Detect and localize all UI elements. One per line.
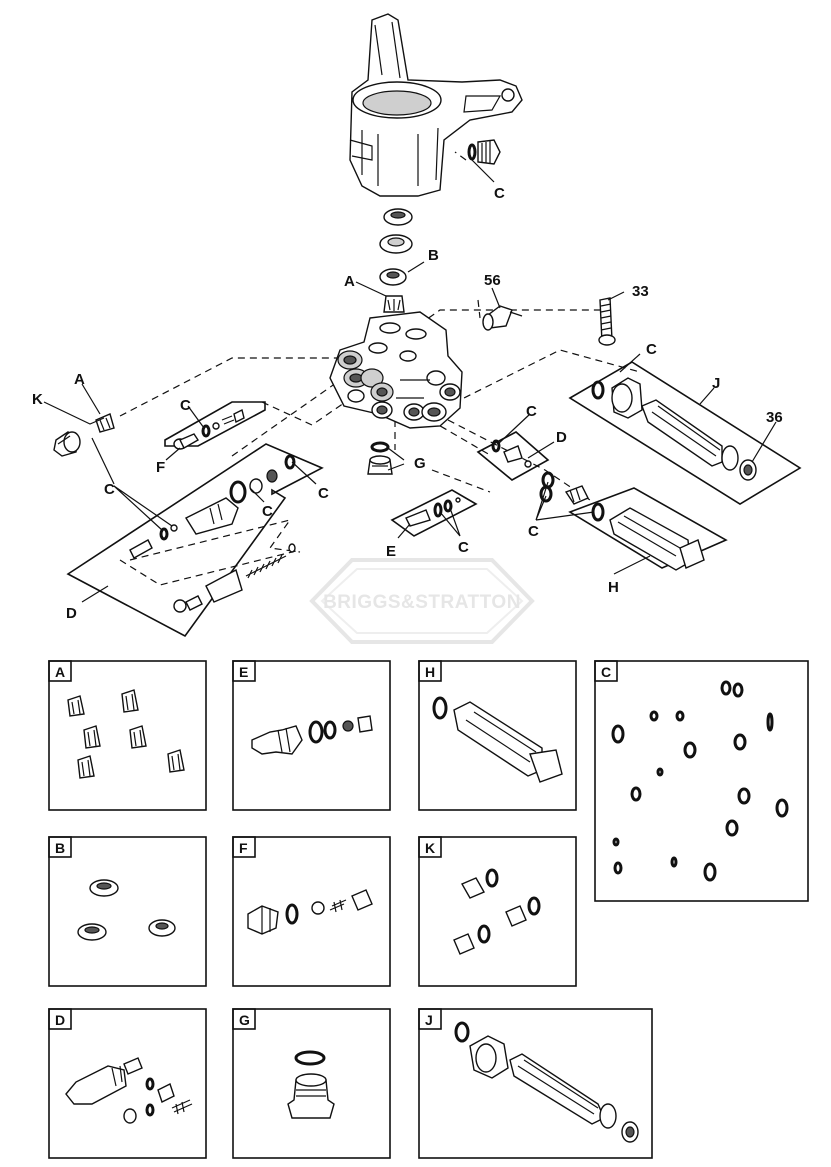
kit-panel-e-label: E xyxy=(239,664,248,680)
callout-k: K xyxy=(32,391,43,408)
kit-panel-h-label: H xyxy=(425,664,435,680)
kit-panel-k: K xyxy=(418,836,577,987)
kit-d-callout-box xyxy=(66,443,324,638)
kit-panel-f: F xyxy=(232,836,391,987)
callout-c-e: C xyxy=(458,539,469,556)
callout-f: F xyxy=(156,459,165,476)
kit-e-callout-box xyxy=(390,489,478,537)
kit-panel-e: E xyxy=(232,660,391,811)
leader-lines xyxy=(43,159,777,603)
callout-c-left-small: C xyxy=(180,397,191,414)
kit-panel-j: J xyxy=(418,1008,653,1159)
crankcase-housing xyxy=(349,13,523,197)
callout-j: J xyxy=(712,375,720,392)
kit-panel-g-label: G xyxy=(239,1012,250,1028)
kit-panel-d-label: D xyxy=(55,1012,65,1028)
kit-panel-b-label: B xyxy=(55,840,65,856)
kit-h-callout-box xyxy=(568,487,728,571)
callout-h: H xyxy=(608,579,619,596)
bolt-33 xyxy=(598,297,616,346)
plug-g-parts xyxy=(367,441,393,475)
kit-panel-g: G xyxy=(232,1008,391,1159)
callout-c-mid: C xyxy=(526,403,537,420)
kit-d-mid-callout-box xyxy=(476,431,550,481)
callout-c-d2: C xyxy=(318,485,329,502)
kit-j-callout-box xyxy=(568,361,802,505)
callout-33: 33 xyxy=(632,283,649,300)
hose-h-area-parts xyxy=(539,471,589,505)
brand-watermark: BRIGGS&STRATTON xyxy=(309,558,535,644)
pump-manifold xyxy=(329,311,463,429)
elbow-fitting-56 xyxy=(482,305,523,331)
callout-d-mid: D xyxy=(556,429,567,446)
kit-f-callout-box xyxy=(164,401,266,450)
kit-panel-k-label: K xyxy=(425,840,435,856)
kit-panel-c: C xyxy=(594,660,809,902)
nozzle-icons xyxy=(67,689,185,779)
oil-fill-plug xyxy=(467,139,501,165)
seal-kit-b-parts xyxy=(379,208,413,286)
callout-c-top: C xyxy=(494,185,505,202)
o-ring-icons xyxy=(611,680,789,882)
callout-c-h: C xyxy=(528,523,539,540)
kit-panel-b: B xyxy=(48,836,207,987)
kit-panel-c-label: C xyxy=(601,664,611,680)
plug-k-and-nozzle-a-left xyxy=(53,413,115,457)
callout-d-left: D xyxy=(66,605,77,622)
kit-panel-a: A xyxy=(48,660,207,811)
callout-labels: C B A 56 33 C J 36 K A C F C C C D G C D… xyxy=(32,185,783,622)
kit-panel-d: D xyxy=(48,1008,207,1159)
callout-a-top: A xyxy=(344,273,355,290)
kit-panel-j-label: J xyxy=(425,1012,433,1028)
callout-56: 56 xyxy=(484,272,501,289)
callout-36: 36 xyxy=(766,409,783,426)
kit-panel-h: H xyxy=(418,660,577,811)
nozzle-a-top xyxy=(383,295,405,313)
callout-c-d1: C xyxy=(262,503,273,520)
callout-a-left: A xyxy=(74,371,85,388)
kit-panel-a-label: A xyxy=(55,664,65,680)
callout-c-right-top: C xyxy=(646,341,657,358)
callout-c-left: C xyxy=(104,481,115,498)
kit-panel-f-label: F xyxy=(239,840,248,856)
callout-b: B xyxy=(428,247,439,264)
callout-e: E xyxy=(386,543,396,560)
callout-g: G xyxy=(414,455,426,472)
watermark-text: BRIGGS&STRATTON xyxy=(323,592,521,613)
